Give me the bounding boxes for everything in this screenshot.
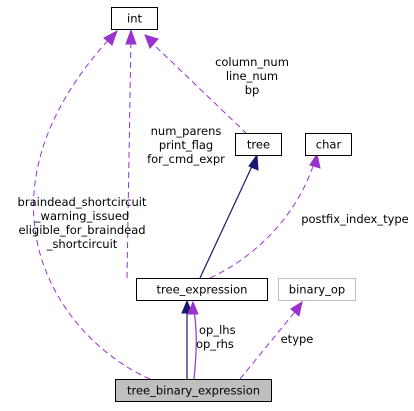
- node-tree-binary-expression-label: tree_binary_expression: [127, 384, 260, 398]
- node-binary-op[interactable]: binary_op: [278, 278, 356, 301]
- edge-tree-to-int: [150, 41, 248, 135]
- edge-label-line: _shortcircuit: [46, 237, 118, 251]
- edge-label-line: etype: [281, 332, 314, 346]
- node-binary-op-box: [278, 278, 356, 301]
- node-binary-op-label: binary_op: [289, 283, 345, 297]
- edge-tree-expression-to-int: [126, 35, 132, 279]
- edge-label-binary-expression-to-tree-expression: op_lhs op_rhs: [196, 323, 236, 351]
- edge-binary-expression-to-int-arrowhead: [103, 29, 118, 46]
- node-tree-expression-box: [136, 278, 268, 301]
- edge-label-line: _warning_issued: [34, 209, 129, 223]
- edge-label-line: bp: [245, 83, 260, 97]
- edge-tree-expression-inherits-tree-arrowhead: [248, 153, 259, 171]
- edge-label-line: op_lhs: [199, 323, 236, 337]
- node-tree-binary-expression-box: [115, 379, 272, 402]
- node-tree-box: [235, 133, 282, 156]
- edge-binary-expression-ops-tree-expression: [193, 309, 197, 380]
- node-int[interactable]: int: [111, 7, 158, 30]
- node-tree-expression-label: tree_expression: [157, 283, 248, 297]
- node-int-label: int: [127, 12, 142, 26]
- edge-tree-expression-to-int-arrowhead: [125, 28, 137, 45]
- edge-binary-expression-to-binary-op-arrowhead: [290, 300, 303, 317]
- node-char-label: char: [316, 138, 342, 152]
- edge-binary-expression-to-binary-op: [239, 307, 299, 380]
- edge-label-line: num_parens: [151, 124, 222, 138]
- edge-tree-expression-to-char: [209, 159, 316, 279]
- edge-tree-to-int-arrowhead: [144, 34, 159, 49]
- edge-label-line: braindead_shortcircuit: [18, 195, 147, 209]
- edge-label-line: postfix_index_type: [301, 212, 409, 226]
- node-tree-expression[interactable]: tree_expression: [136, 278, 268, 301]
- edge-label-tree-to-int: column_num line_num bp: [215, 55, 289, 97]
- edge-tree-expression-inherits-tree: [199, 161, 255, 279]
- edge-label-line: eligible_for_braindead: [18, 223, 145, 237]
- edge-label-binary-expression-to-binary-op: etype: [281, 332, 314, 346]
- edge-binary-expression-ops-tree-expression-arrowhead: [187, 300, 199, 315]
- node-char[interactable]: char: [305, 133, 352, 156]
- node-char-box: [305, 133, 352, 156]
- edge-label-line: column_num: [215, 55, 289, 69]
- node-tree-binary-expression[interactable]: tree_binary_expression: [115, 379, 272, 402]
- node-tree-label: tree: [247, 138, 270, 152]
- edge-binary-expression-to-int: [33, 35, 151, 380]
- node-tree[interactable]: tree: [235, 133, 282, 156]
- edge-label-line: print_flag: [159, 138, 213, 152]
- edge-label-line: op_rhs: [196, 337, 234, 351]
- edge-label-binary-expression-to-int: braindead_shortcircuit _warning_issued e…: [18, 195, 147, 251]
- node-int-box: [111, 7, 158, 30]
- edge-label-tree-expression-to-char: postfix_index_type: [301, 212, 409, 226]
- edge-label-line: for_cmd_expr: [147, 152, 225, 166]
- edge-label-tree-expression-to-int: num_parens print_flag for_cmd_expr: [147, 124, 225, 166]
- edge-tree-expression-to-char-arrowhead: [309, 152, 321, 169]
- edge-label-line: line_num: [226, 69, 278, 83]
